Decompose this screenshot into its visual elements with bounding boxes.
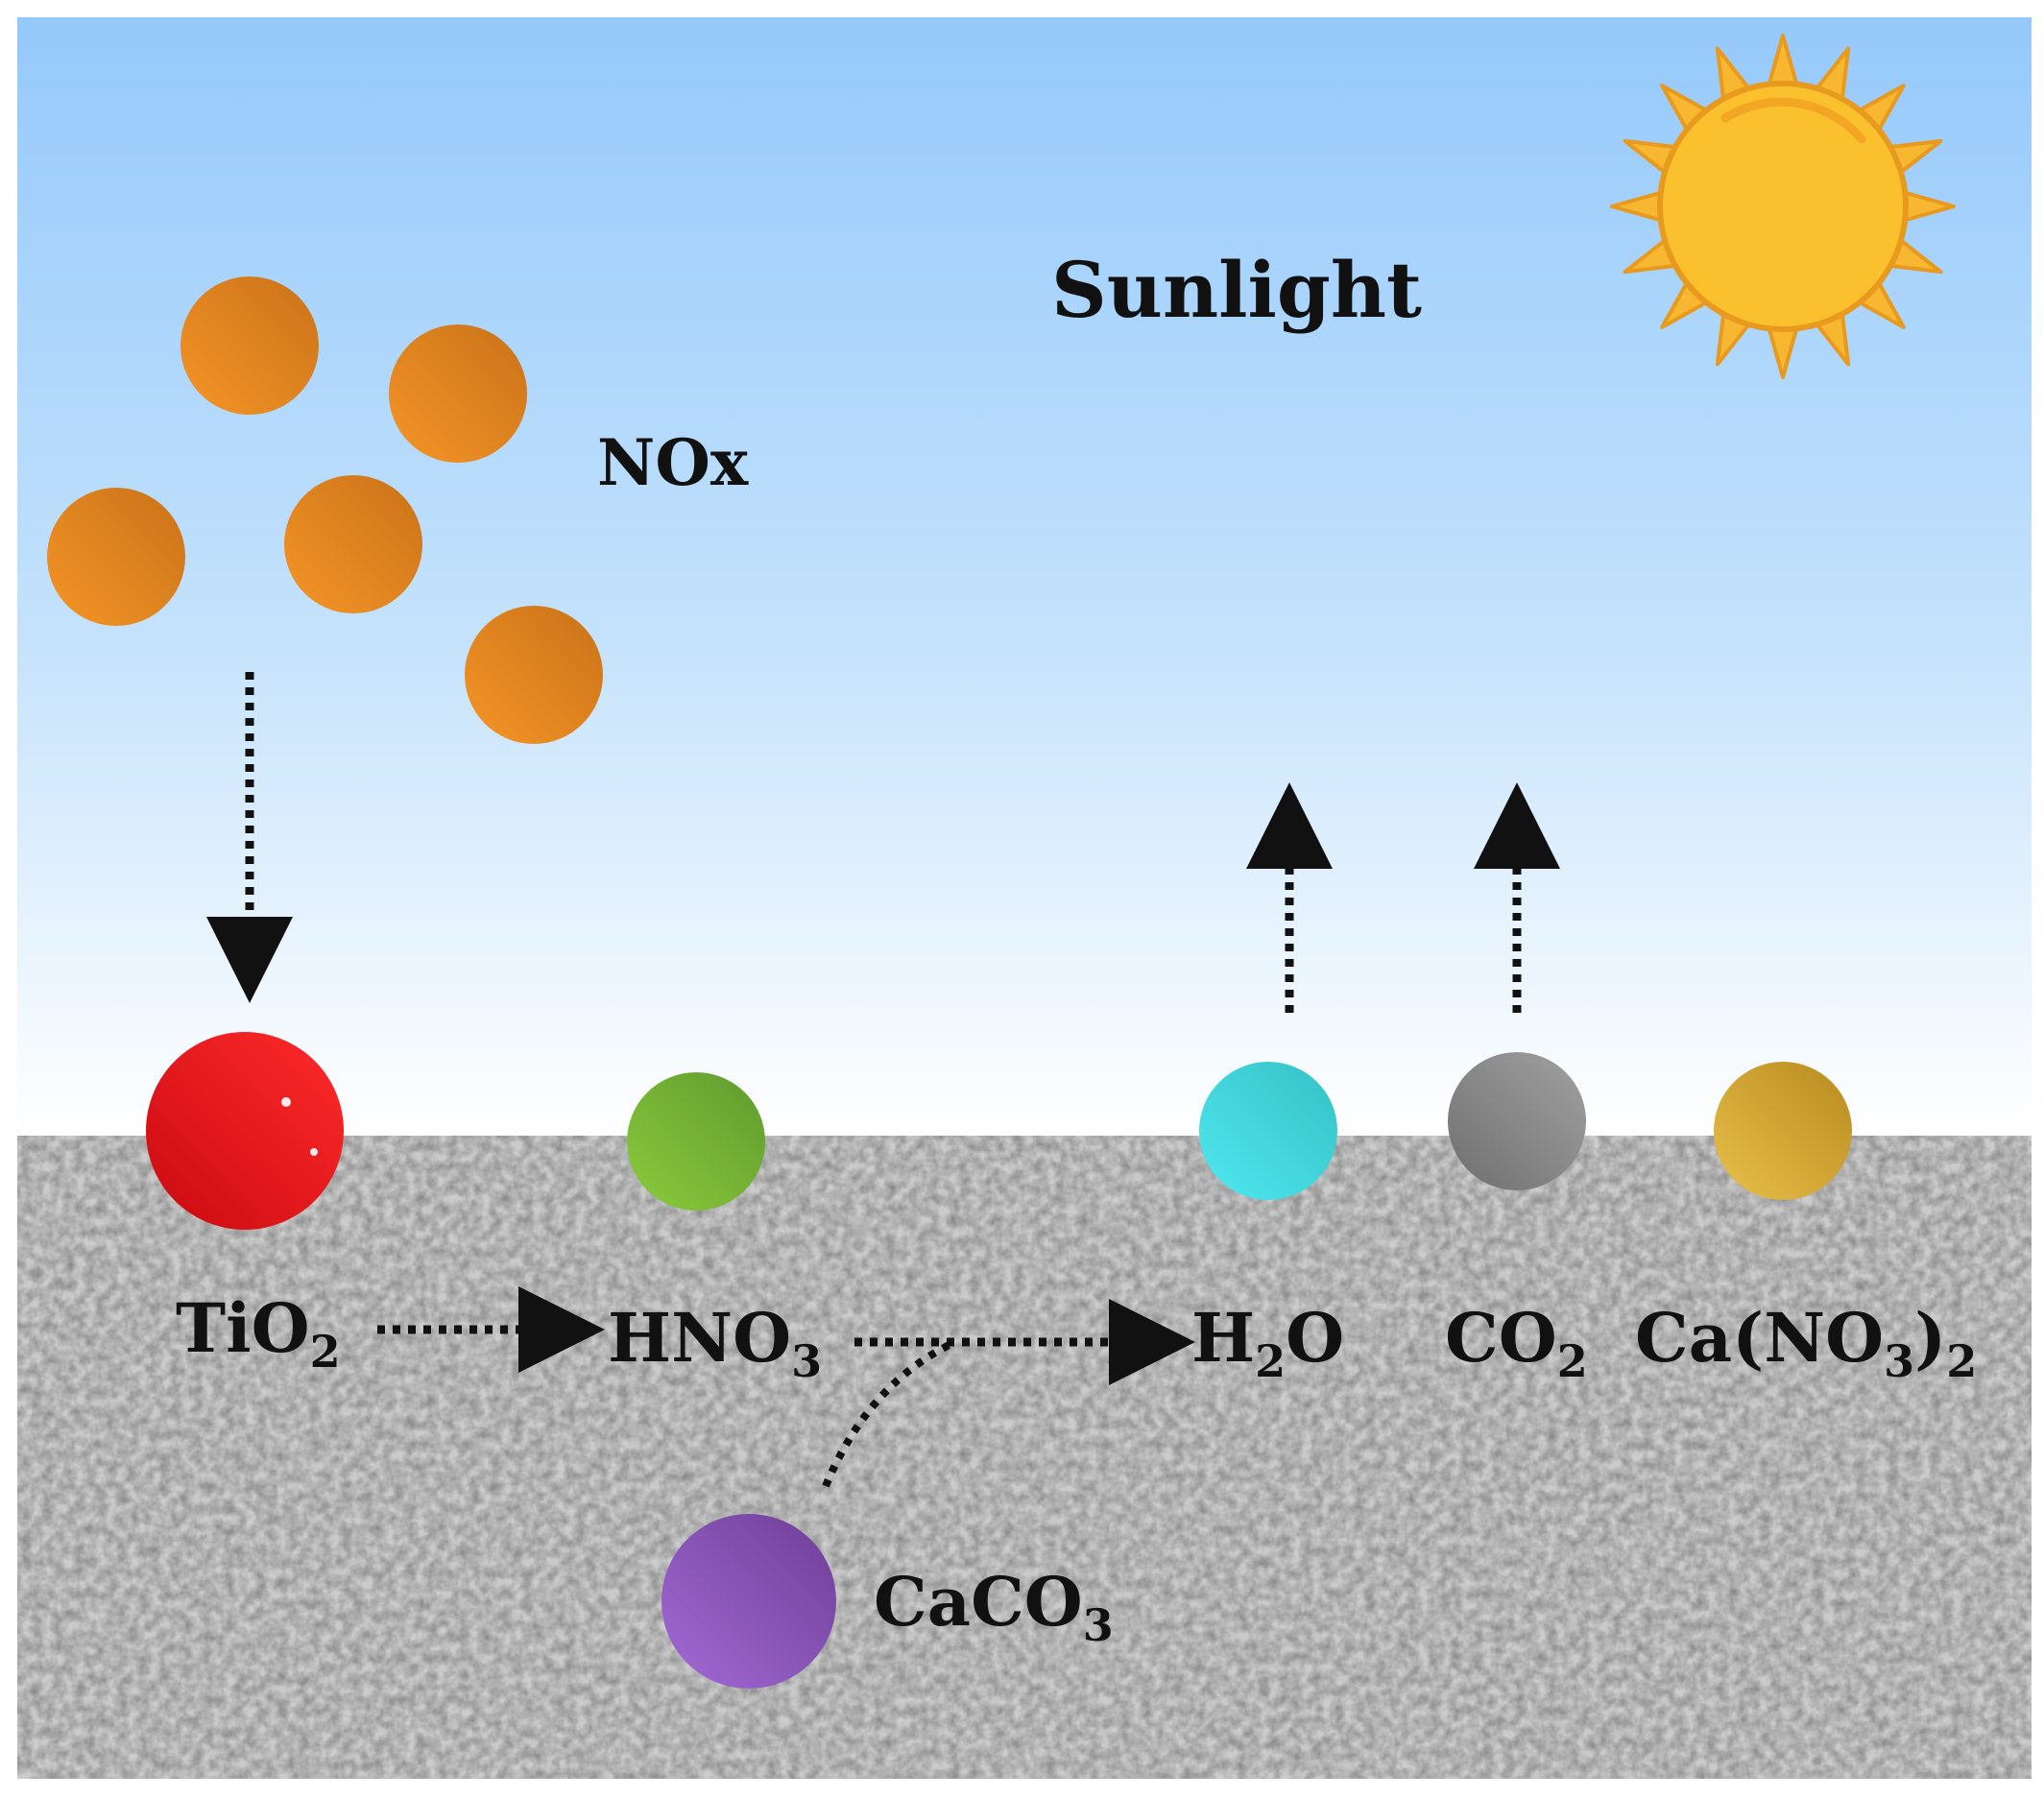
tio2-sphere-icon [146,1032,344,1230]
h2o-label: H2O [1191,1298,1344,1387]
caco3-sphere-icon [661,1514,836,1689]
nox-particle-icon [180,276,319,415]
sunlight-label: Sunlight [1051,245,1422,335]
sun-icon [1610,34,1956,379]
cano32-label: Ca(NO3)2 [1635,1298,1977,1387]
nox-particle-icon [465,606,603,744]
cano32-sphere-icon [1714,1062,1852,1200]
nox-particle-icon [389,324,527,463]
tio2-highlight-small [310,1148,318,1156]
tio2-label: TiO2 [176,1288,341,1378]
caco3-reaction-curve [822,1338,957,1488]
tio2-highlight [281,1097,291,1107]
h2o-sphere-icon [1199,1062,1337,1200]
nox-label: NOx [597,425,749,500]
nox-particle-icon [284,475,422,613]
caco3-label: CaCO3 [874,1562,1114,1651]
co2-label: CO2 [1445,1298,1588,1387]
hno3-sphere-icon [627,1072,765,1211]
co2-sphere-icon [1448,1052,1586,1190]
pavement-surface [17,1136,2032,1779]
nox-particle-icon [47,488,185,626]
nox-particles [47,276,603,744]
hno3-label: HNO3 [608,1298,822,1387]
